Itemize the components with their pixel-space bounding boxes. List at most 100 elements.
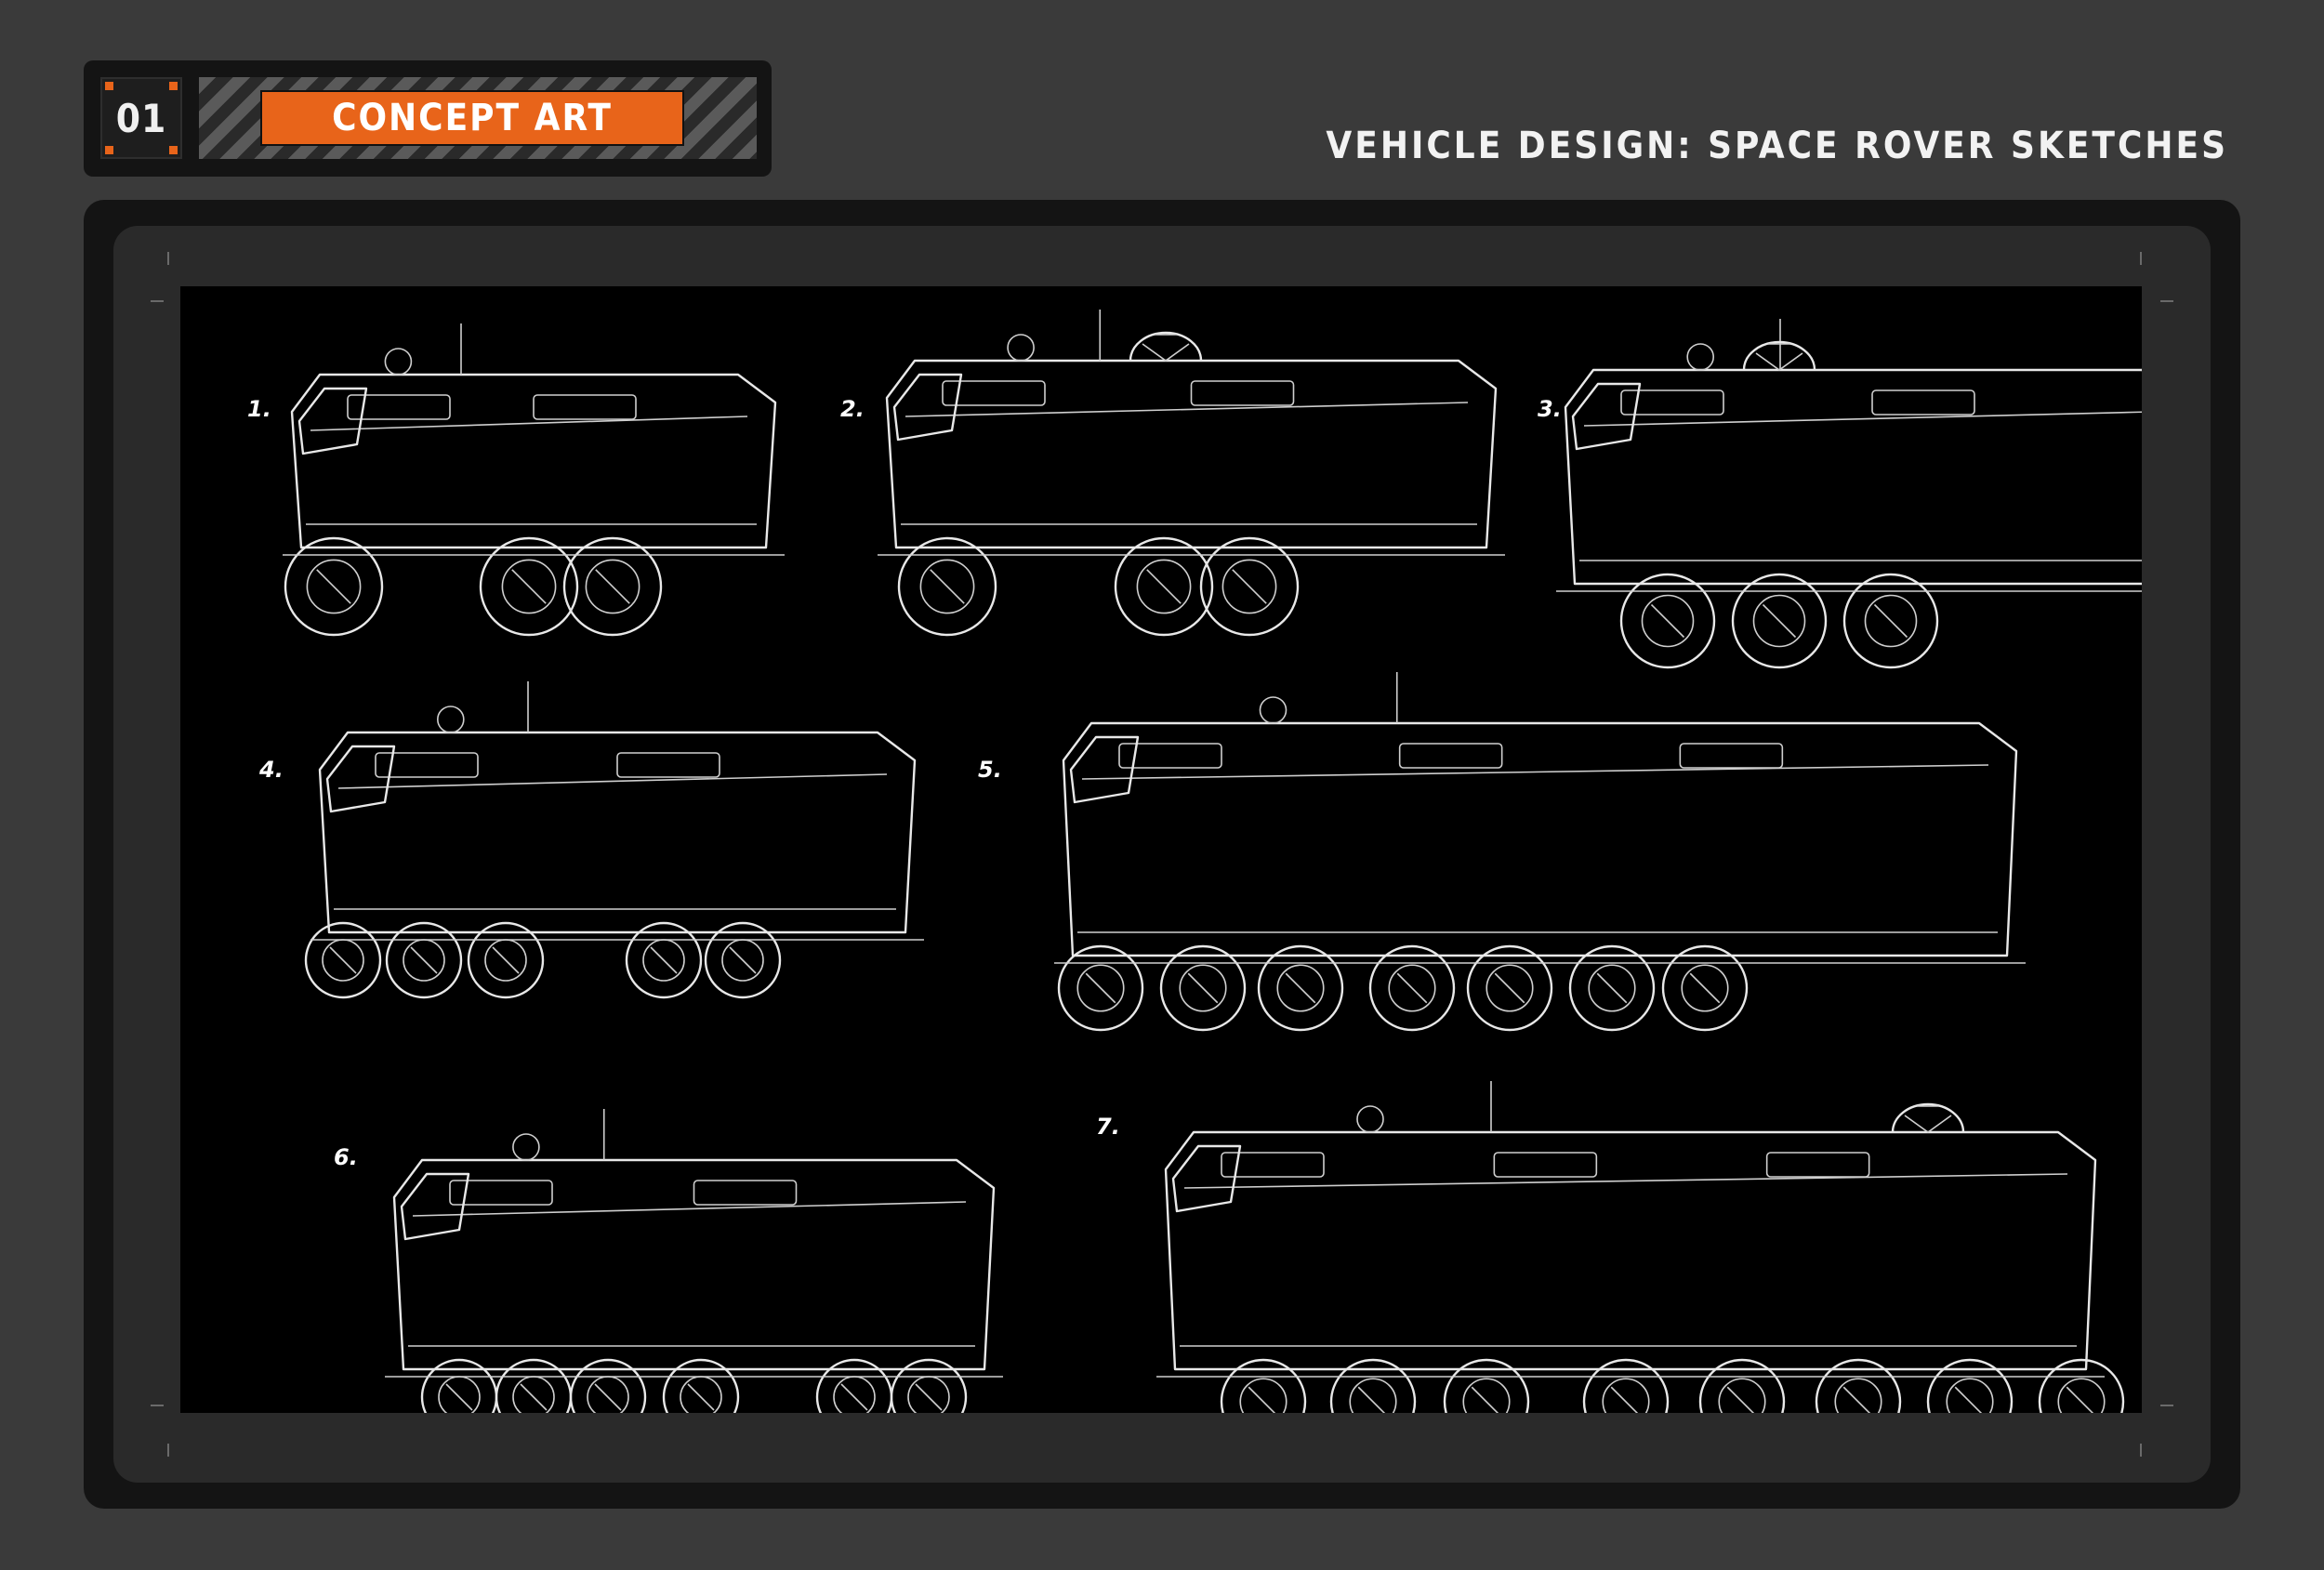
wheel-hub [1834, 1378, 1882, 1413]
hub-slash [1610, 1386, 1639, 1413]
rover-window [1118, 743, 1222, 769]
dome-lattice [1904, 1105, 1952, 1133]
frame-tick [167, 1444, 169, 1457]
wheel [1220, 1358, 1307, 1413]
hub-slash [520, 1383, 548, 1411]
hub-slash [445, 1383, 473, 1411]
satellite-dish [384, 348, 413, 376]
frame-tick [151, 300, 164, 302]
dome-lattice [1755, 343, 1803, 371]
wheel [1466, 944, 1553, 1032]
hub-slash [1187, 972, 1219, 1004]
wheel [385, 921, 463, 999]
rover-sketch: 2. [840, 310, 1505, 637]
artwork-frame-inner: 1.2.3.4.5.6.7. [113, 226, 2211, 1483]
hub-slash [1954, 1386, 1983, 1413]
rover-window [347, 394, 451, 420]
wheel [890, 1358, 968, 1413]
rover-window [616, 752, 720, 778]
wheel-hub [1349, 1378, 1397, 1413]
body-panel-line [1583, 411, 2142, 427]
rover-window [1765, 1152, 1870, 1178]
frame-tick [2140, 252, 2142, 265]
hub-slash [1494, 972, 1525, 1004]
cab-window [1171, 1144, 1242, 1213]
sketch-number: 2. [840, 396, 865, 422]
wheel-hub [1641, 594, 1695, 648]
rover-window [533, 394, 637, 420]
hazard-stripe-band: CONCEPT ART [199, 77, 757, 159]
hub-slash [1248, 1386, 1276, 1413]
geodesic-dome [1129, 331, 1203, 362]
section-number: 01 [115, 95, 167, 141]
wheel-hub [585, 559, 640, 614]
rover-window [1493, 1152, 1598, 1178]
satellite-dish [1007, 334, 1035, 362]
sketch-canvas: 1.2.3.4.5.6.7. [180, 286, 2142, 1413]
satellite-dish [1259, 696, 1287, 724]
hub-slash [316, 569, 351, 604]
hub-slash [1596, 972, 1628, 1004]
cab-window [1069, 735, 1140, 804]
wheel-hub [1276, 964, 1325, 1012]
wheel [704, 921, 782, 999]
wheel [1159, 944, 1247, 1032]
wheel-hub [907, 1376, 950, 1413]
hub-slash [329, 946, 357, 974]
cab-window [297, 387, 368, 455]
rover-window [1190, 380, 1295, 406]
wheel [1368, 944, 1456, 1032]
hub-slash [2066, 1386, 2094, 1413]
wheel [1926, 1358, 2014, 1413]
hub-slash [915, 1383, 943, 1411]
wheel-hub [1136, 559, 1192, 614]
rover-window [1620, 389, 1724, 416]
body-panel-line [905, 402, 1469, 417]
hub-slash [1689, 972, 1721, 1004]
rover-sketch: 7. [1096, 1081, 2125, 1413]
sketch-number: 5. [978, 757, 1002, 783]
frame-tick [167, 252, 169, 265]
wheel [1582, 1358, 1670, 1413]
corner-mark [169, 82, 178, 90]
wheel [897, 536, 997, 637]
rover-window [375, 752, 479, 778]
section-number-box: 01 [100, 77, 182, 159]
cab-window [325, 745, 396, 813]
wheel-hub [680, 1376, 722, 1413]
wheel-hub [1718, 1378, 1766, 1413]
wheel-hub [1462, 1378, 1511, 1413]
rover-window [1871, 389, 1975, 416]
wheel-hub [306, 559, 362, 614]
rover-body [392, 1158, 996, 1371]
rover-body [1164, 1130, 2097, 1371]
hub-slash [840, 1383, 868, 1411]
body-panel-line [1183, 1173, 2068, 1189]
satellite-dish [1686, 343, 1714, 371]
hub-slash [1873, 603, 1908, 639]
rover-body [318, 731, 917, 934]
wheel [1257, 944, 1344, 1032]
wheel [1199, 536, 1300, 637]
frame-tick [2140, 1444, 2142, 1457]
satellite-dish [512, 1133, 540, 1161]
wheel [1698, 1358, 1786, 1413]
wheel [420, 1358, 498, 1413]
sketch-number: 3. [1538, 396, 1562, 422]
hub-slash [1842, 1386, 1871, 1413]
wheel [1329, 1358, 1417, 1413]
dome-lattice [1142, 334, 1190, 362]
wheel-hub [833, 1376, 876, 1413]
rover-sketches: 1.2.3.4.5.6.7. [247, 310, 2142, 1413]
hub-slash [1085, 972, 1116, 1004]
wheel-hub [587, 1376, 629, 1413]
wheel [1443, 1358, 1530, 1413]
wheel [1619, 573, 1716, 669]
rover-sketch: 4. [258, 681, 924, 999]
wheel-hub [919, 559, 975, 614]
wheel [562, 536, 663, 637]
geodesic-dome [1742, 340, 1816, 371]
wheel [1057, 944, 1144, 1032]
hub-slash [492, 946, 520, 974]
wheel [479, 536, 579, 637]
